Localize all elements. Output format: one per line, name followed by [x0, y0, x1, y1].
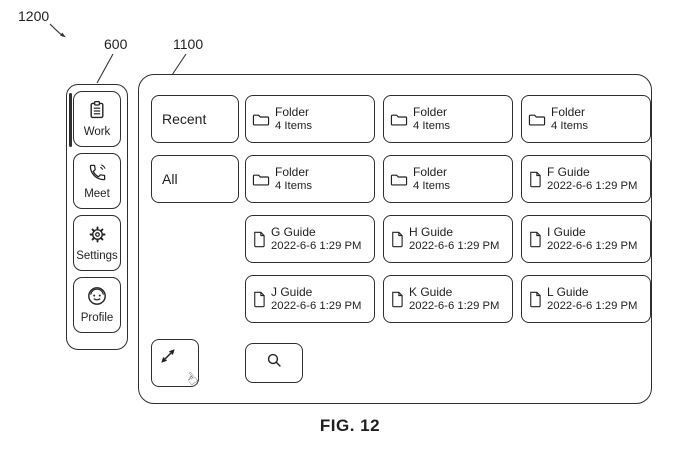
folder-icon — [390, 112, 408, 127]
card-subtitle: 2022-6-6 1:29 PM — [409, 240, 500, 252]
card-title: G Guide — [271, 224, 316, 239]
sidebar-item-meet[interactable]: Meet — [73, 153, 121, 209]
clipboard-icon — [87, 100, 107, 125]
all-filter-button[interactable]: All — [151, 155, 239, 203]
card-subtitle: 2022-6-6 1:29 PM — [271, 300, 362, 312]
card-subtitle: 2022-6-6 1:29 PM — [271, 240, 362, 252]
file-icon — [252, 231, 266, 248]
folder-icon — [528, 112, 546, 127]
card-title: J Guide — [271, 284, 313, 299]
card-subtitle: 4 Items — [275, 120, 313, 132]
phone-icon — [88, 163, 107, 187]
recent-filter-button[interactable]: Recent — [151, 95, 239, 143]
card-subtitle: 2022-6-6 1:29 PM — [547, 240, 638, 252]
sidebar-panel: Work Meet Settings Profile — [66, 84, 128, 350]
sidebar-item-profile[interactable]: Profile — [73, 277, 121, 333]
card-title: F Guide — [547, 164, 590, 179]
card-title: H Guide — [409, 224, 454, 239]
sidebar-item-settings[interactable]: Settings — [73, 215, 121, 271]
folder-icon — [252, 112, 270, 127]
search-icon — [266, 352, 283, 374]
card-title: Folder — [275, 104, 310, 119]
sidebar-active-indicator — [69, 93, 72, 147]
card-subtitle: 2022-6-6 1:29 PM — [547, 300, 638, 312]
card-subtitle: 2022-6-6 1:29 PM — [547, 180, 638, 192]
card-title: Folder — [413, 104, 448, 119]
recent-filter-label: Recent — [162, 111, 207, 127]
sidebar-item-label: Settings — [76, 249, 118, 262]
file-icon — [390, 291, 404, 308]
resize-button[interactable]: ☝ — [151, 339, 202, 390]
card-subtitle: 2022-6-6 1:29 PM — [409, 300, 500, 312]
folder-icon — [252, 172, 270, 187]
all-filter-label: All — [162, 171, 178, 187]
sidebar-item-label: Work — [83, 126, 111, 138]
folder-icon — [390, 172, 408, 187]
ref-label-1100: 1100 — [173, 36, 204, 52]
sidebar-item-label: Meet — [84, 187, 110, 200]
hand-pointer-icon: ☝ — [182, 368, 202, 390]
card-subtitle: 4 Items — [275, 180, 313, 192]
search-button[interactable] — [245, 343, 303, 383]
file-icon — [528, 291, 542, 308]
file-icon — [528, 171, 542, 188]
gear-icon — [88, 225, 107, 249]
card-subtitle: 4 Items — [413, 120, 451, 132]
card-title: L Guide — [547, 284, 589, 299]
person-icon — [87, 286, 107, 311]
card-title: K Guide — [409, 284, 453, 299]
card-title: Folder — [275, 164, 310, 179]
sidebar-item-work[interactable]: Work — [73, 91, 121, 147]
card-subtitle: 4 Items — [551, 120, 589, 132]
card-title: Folder — [551, 104, 586, 119]
figure-caption: FIG. 12 — [319, 416, 381, 435]
file-icon — [252, 291, 266, 308]
ref-label-600: 600 — [104, 36, 128, 52]
expand-icon — [157, 345, 179, 372]
sidebar-item-label: Profile — [80, 312, 114, 324]
file-icon — [528, 231, 542, 248]
file-icon — [390, 231, 404, 248]
ref-label-1200: 1200 — [18, 8, 50, 24]
card-title: Folder — [413, 164, 448, 179]
card-subtitle: 4 Items — [413, 180, 451, 192]
card-title: I Guide — [547, 224, 586, 239]
